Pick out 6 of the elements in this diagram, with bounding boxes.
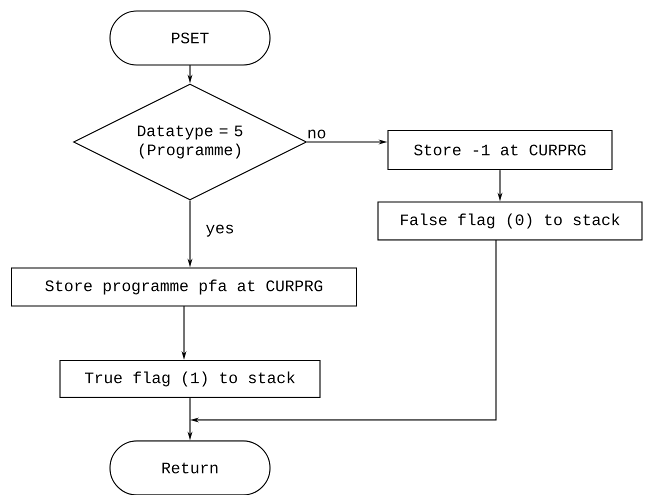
- process-box: False flag (0) to stack: [377, 201, 643, 241]
- process-box: True flag (1) to stack: [59, 360, 321, 398]
- edge-label: yes: [204, 224, 236, 238]
- edge-label: no: [306, 128, 328, 140]
- process-box: Store -1 at CURPRG: [387, 130, 613, 170]
- process-box: Store programme pfa at CURPRG: [10, 267, 358, 307]
